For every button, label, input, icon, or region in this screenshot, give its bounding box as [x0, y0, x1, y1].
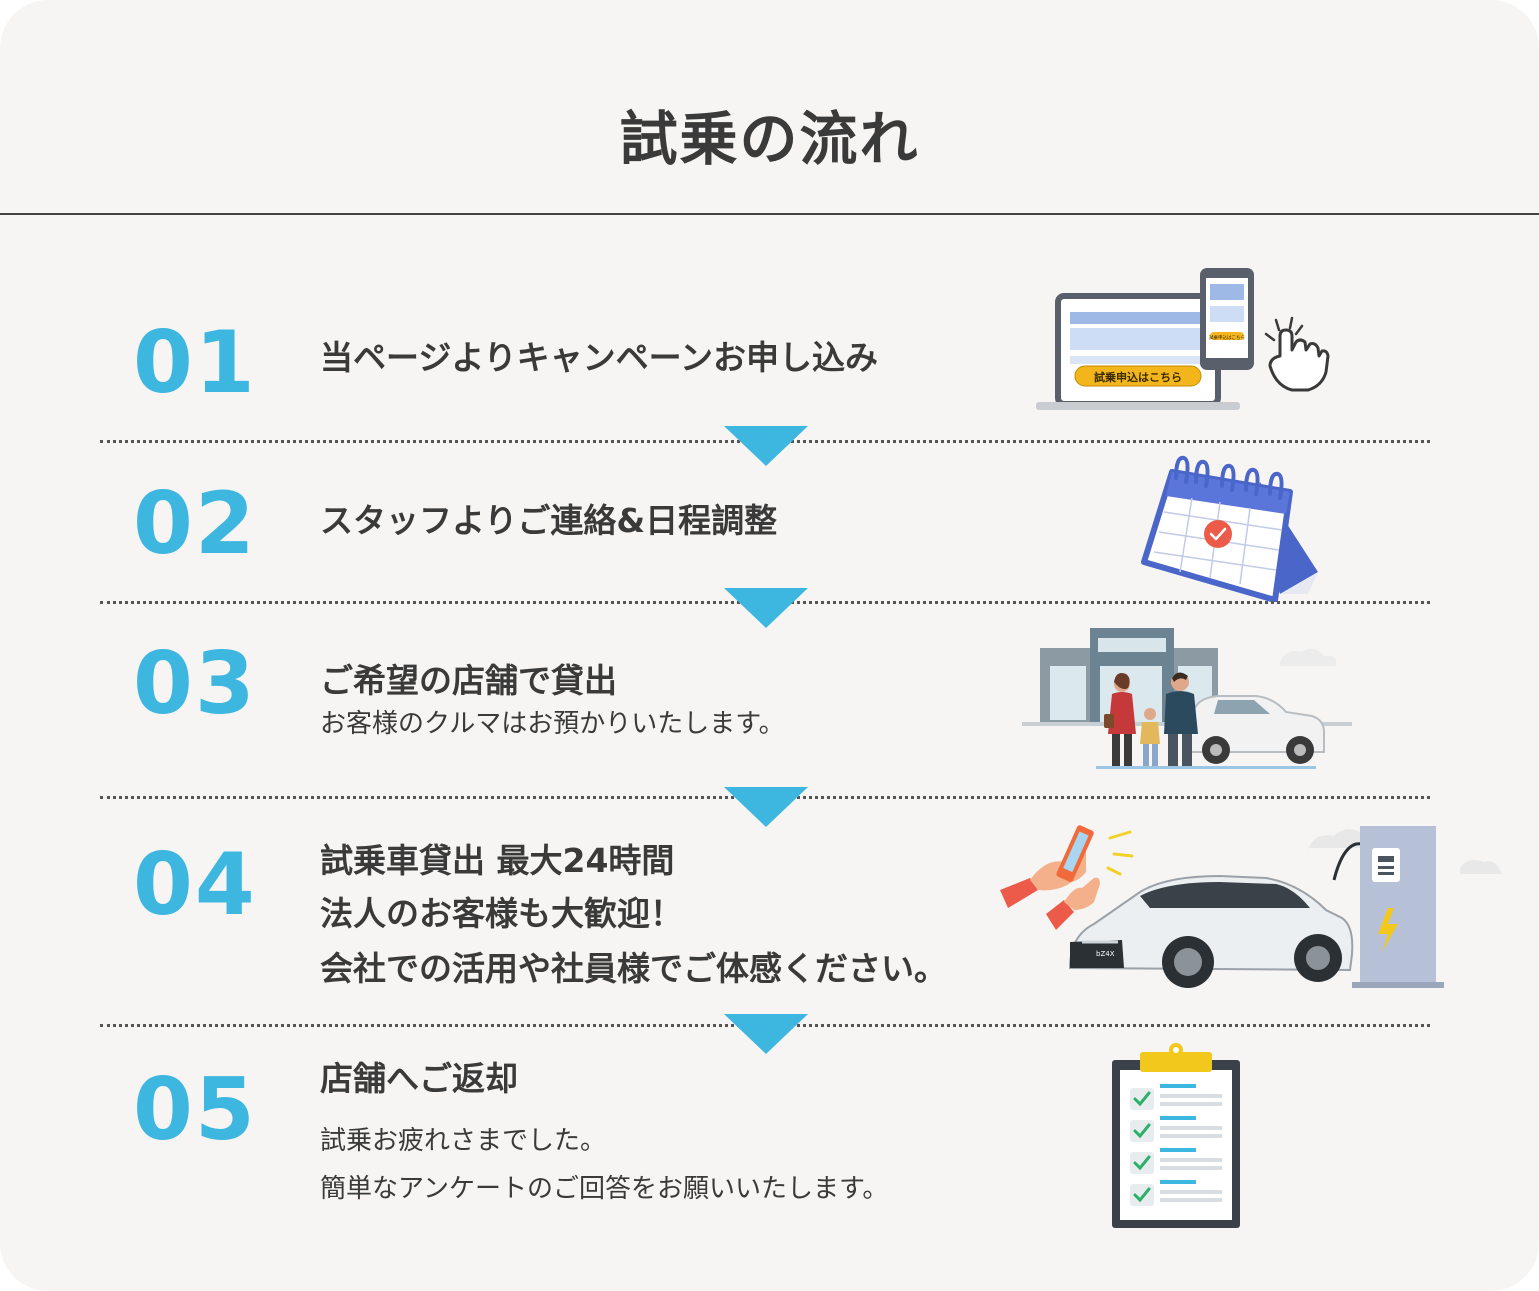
title-divider	[0, 213, 1539, 215]
down-arrow-icon	[724, 426, 808, 466]
down-arrow-icon	[724, 787, 808, 827]
apply-button-label: 試乗申込はこちら	[1094, 370, 1182, 384]
step-heading: 当ページよりキャンペーンお申し込み	[320, 338, 879, 377]
checklist-clipboard-icon	[1112, 1043, 1240, 1228]
laptop-smartphone-apply-icon: 試乗申込はこちら 試乗申込はこちら	[1036, 268, 1330, 410]
step-heading: ご希望の店舗で貸出	[320, 661, 617, 700]
step-number: 04	[133, 835, 257, 935]
down-arrow-icon	[724, 588, 808, 628]
step-number: 01	[133, 313, 257, 413]
step-heading: スタッフよりご連絡&日程調整	[320, 501, 778, 540]
down-arrow-icon	[724, 1014, 808, 1054]
step-heading-line-1: 試乗車貸出 最大24時間	[320, 841, 675, 880]
step-number: 02	[133, 474, 257, 574]
step-number: 03	[133, 634, 257, 734]
step-subtext-line-1: 試乗お疲れさまでした。	[320, 1126, 607, 1156]
phone-apply-button-label: 試乗申込はこちら	[1209, 334, 1245, 341]
step-number: 05	[133, 1060, 257, 1160]
calendar-icon	[1141, 455, 1318, 602]
dealership-family-icon	[1022, 628, 1352, 769]
step-subtext-line-2: 簡単なアンケートのご回答をお願いいたします。	[320, 1174, 889, 1204]
ev-car-charger-icon: bZ4X	[1000, 825, 1502, 988]
step-heading-line-3: 会社での活用や社員様でご体感ください。	[320, 949, 947, 988]
car-badge: bZ4X	[1096, 950, 1115, 958]
step-heading-line-2: 法人のお客様も大歓迎！	[320, 894, 683, 933]
step-heading: 店舗へご返却	[320, 1059, 518, 1098]
page-title: 試乗の流れ	[619, 105, 920, 173]
step-subtext: お客様のクルマはお預かりいたします。	[320, 709, 785, 739]
